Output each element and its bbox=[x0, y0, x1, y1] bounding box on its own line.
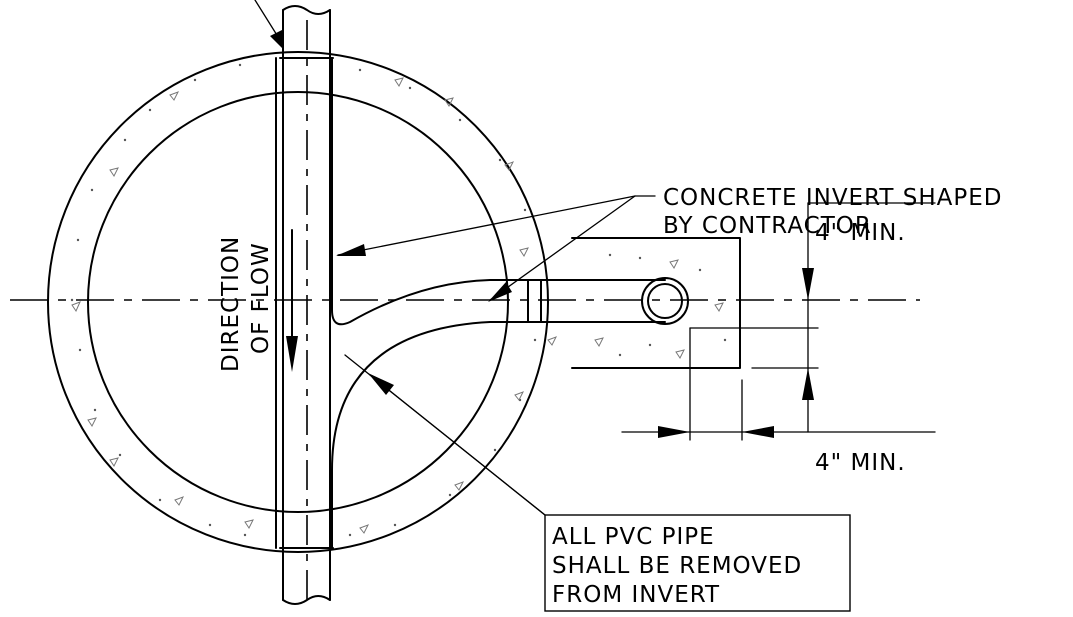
leader-top-left bbox=[254, 0, 284, 50]
manhole-inner-wall bbox=[87, 91, 509, 513]
dimension-vertical bbox=[689, 202, 936, 433]
pvc-note-box: ALL PVC PIPE SHALL BE REMOVED FROM INVER… bbox=[544, 514, 851, 612]
label-direction-of-flow: DIRECTION OF FLOW bbox=[218, 236, 274, 372]
svg-text:FROM INVERT: FROM INVERT bbox=[552, 582, 720, 608]
svg-text:BY CONTRACTOR: BY CONTRACTOR bbox=[663, 213, 872, 239]
svg-text:ALL PVC PIPE: ALL PVC PIPE bbox=[552, 524, 715, 550]
svg-text:SHALL BE REMOVED: SHALL BE REMOVED bbox=[552, 553, 802, 579]
ring-aggregate-texture bbox=[70, 63, 558, 537]
label-dim-bottom: 4" MIN. bbox=[815, 450, 906, 476]
invert-leaders bbox=[336, 195, 656, 302]
invert-channel bbox=[275, 57, 529, 549]
vertical-pipe bbox=[279, 5, 334, 605]
flow-direction-arrow bbox=[286, 229, 298, 372]
label-dim-top: 4" MIN. bbox=[815, 220, 906, 246]
dimension-horizontal bbox=[621, 327, 936, 441]
svg-text:CONCRETE INVERT SHAPED: CONCRETE INVERT SHAPED bbox=[663, 185, 1003, 211]
manhole-outer-wall bbox=[47, 51, 549, 553]
svg-text:DIRECTION: DIRECTION bbox=[218, 236, 244, 372]
label-concrete-invert: CONCRETE INVERT SHAPED BY CONTRACTOR bbox=[663, 185, 1003, 239]
side-connection-block bbox=[527, 237, 741, 369]
svg-text:OF FLOW: OF FLOW bbox=[248, 242, 274, 354]
pvc-leaders bbox=[344, 354, 546, 516]
